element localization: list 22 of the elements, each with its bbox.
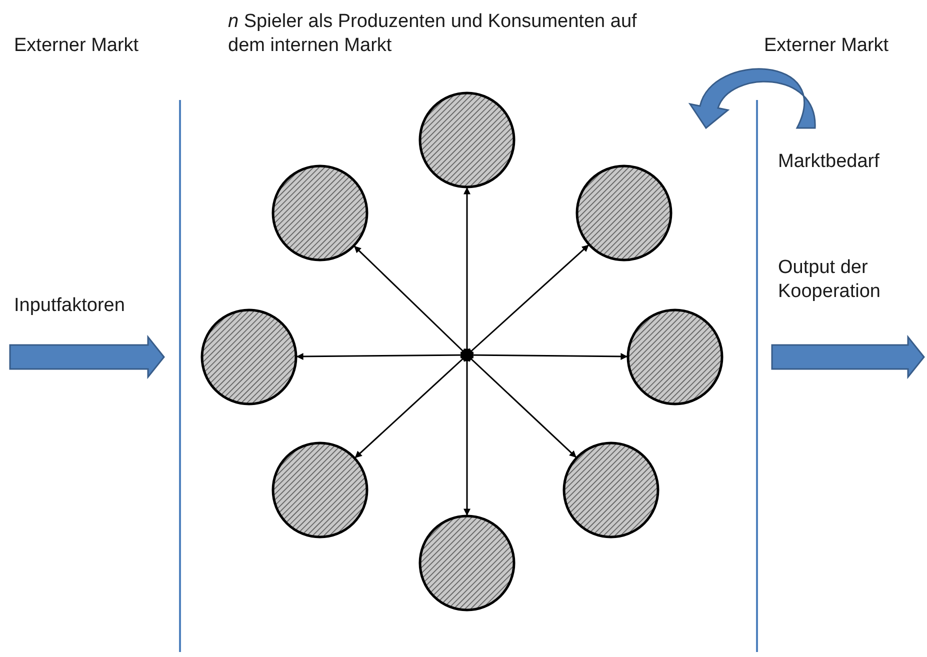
- label-text: Externer Markt: [14, 34, 140, 58]
- hatched-circle: [271, 164, 369, 262]
- label-text: Marktbedarf: [778, 150, 880, 174]
- hatched-circle: [562, 441, 660, 539]
- hatched-circle: [200, 308, 298, 406]
- hatched-circle: [418, 91, 516, 189]
- arrow: [464, 354, 470, 516]
- arrow: [354, 246, 468, 356]
- hatched-circle: [418, 514, 516, 612]
- arrow: [466, 352, 628, 360]
- hatched-circle: [271, 441, 369, 539]
- hatched-circle: [575, 164, 673, 262]
- arrow: [466, 244, 589, 356]
- arrow: [296, 352, 468, 360]
- label-text: Output der Kooperation: [778, 256, 882, 304]
- arrow: [464, 187, 470, 356]
- label-text: Inputfaktoren: [14, 294, 126, 318]
- arrow: [466, 354, 576, 458]
- hatched-circle: [626, 308, 724, 406]
- arrow: [354, 354, 468, 458]
- label-text: Externer Markt: [764, 34, 890, 58]
- heading-text: n Spieler als Produzenten und Konsumenten auf dem internen Markt: [228, 10, 638, 58]
